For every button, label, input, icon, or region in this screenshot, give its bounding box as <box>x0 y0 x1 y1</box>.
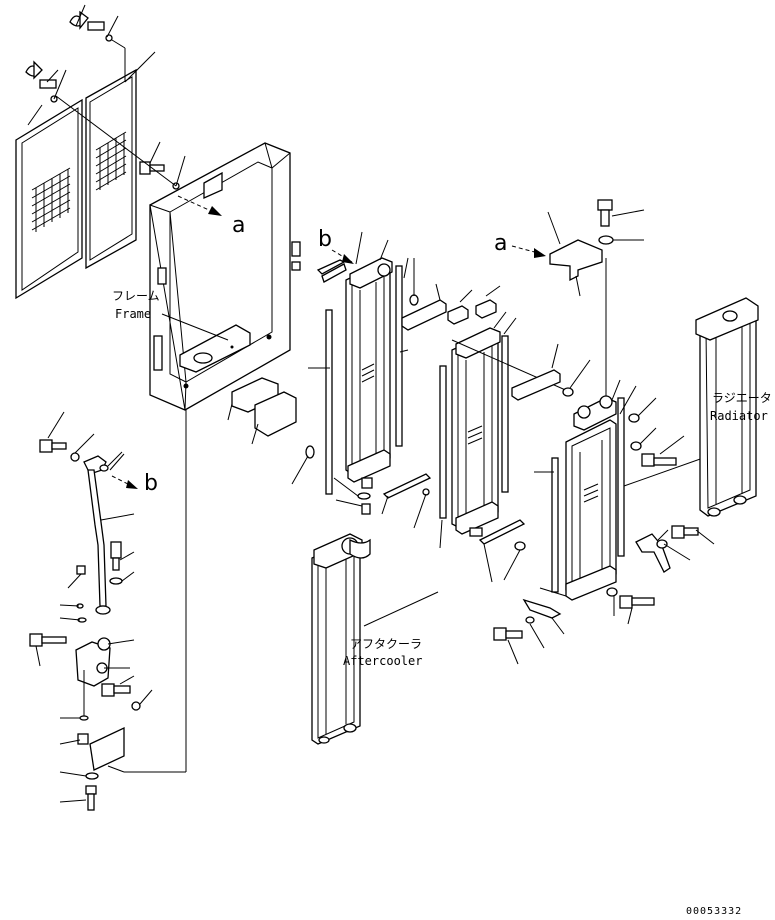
bracket-top-right <box>547 199 645 297</box>
radiator: ラジエータ Radiator <box>695 297 772 517</box>
seal-pads-middle <box>511 343 591 401</box>
svg-text:フレーム: フレーム <box>112 289 160 303</box>
cushion-blocks <box>227 377 315 485</box>
svg-text:a: a <box>232 213 245 238</box>
callout-a-frame: a <box>177 195 245 238</box>
leader-lines-topleft <box>27 4 186 187</box>
wing-bolt-upper <box>69 10 113 42</box>
hardware-under-middle-core <box>478 519 526 583</box>
aftercooler: アフタクーラ Aftercooler <box>311 533 439 745</box>
radiator-frame <box>149 142 301 772</box>
svg-text:a: a <box>494 231 507 256</box>
svg-text:b: b <box>144 471 158 496</box>
callout-b-left: b <box>111 471 158 496</box>
drawing-number: 00053332 <box>686 906 742 917</box>
svg-text:Frame: Frame <box>115 307 151 321</box>
pipe-assembly-left <box>29 411 186 811</box>
hardware-right-core <box>493 397 715 665</box>
callout-a-right: a <box>494 231 546 258</box>
screen-panel-right <box>85 68 137 270</box>
svg-text:アフタクーラ: アフタクーラ <box>350 637 422 651</box>
screen-panel-left <box>15 98 83 300</box>
svg-text:Radiator: Radiator <box>710 409 768 423</box>
svg-text:Aftercooler: Aftercooler <box>343 654 422 668</box>
callout-b-core: b <box>318 227 354 264</box>
cooler-core-middle <box>439 311 571 549</box>
cooler-core-left <box>308 231 409 495</box>
seal-pads-upper <box>401 258 501 331</box>
svg-text:b: b <box>318 227 332 252</box>
hardware-under-left-core <box>333 473 432 529</box>
svg-text:ラジエータ: ラジエータ <box>712 391 772 405</box>
bolt-frame-top <box>139 161 180 190</box>
cooler-core-right <box>534 258 721 601</box>
frame-label: フレーム Frame <box>112 289 229 341</box>
wing-bolt-lower <box>25 60 58 103</box>
